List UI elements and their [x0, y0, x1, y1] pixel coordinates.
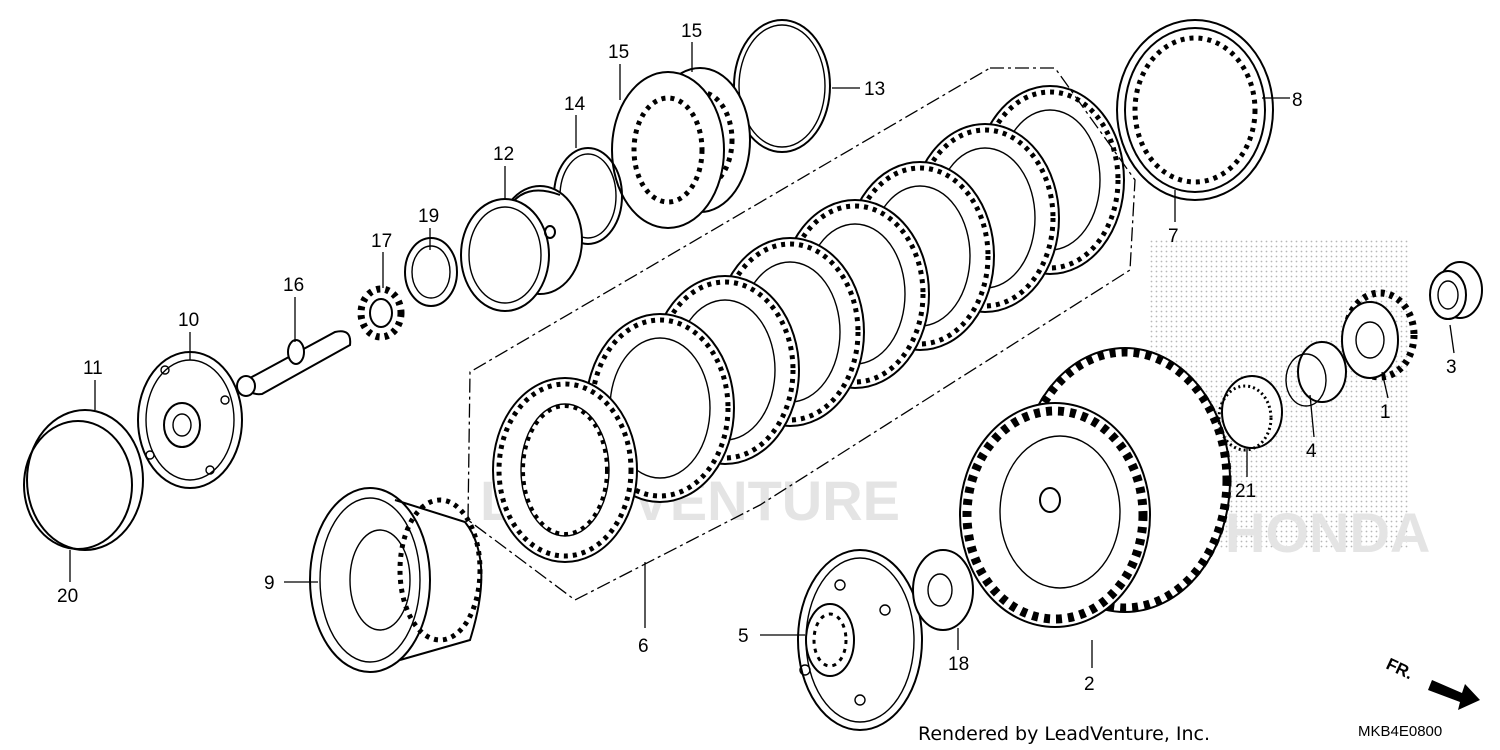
callout-21: 21: [1235, 481, 1256, 502]
front-direction-indicator: FR.: [1383, 654, 1480, 710]
part-10-lifter-plate: [137, 351, 243, 489]
callout-3: 3: [1446, 357, 1457, 378]
callout-5: 5: [738, 626, 749, 647]
part-3-bushing: [1429, 261, 1483, 320]
clutch-plate-group-box: [467, 67, 1136, 601]
front-label: FR.: [1383, 654, 1416, 683]
callout-2: 2: [1084, 674, 1095, 695]
part-17-nut: [357, 285, 405, 341]
part-5-clutch-center: [797, 549, 923, 731]
plate-pack-near: [492, 377, 638, 563]
callout-19: 19: [418, 206, 439, 227]
part-21-needle-bearing: [1217, 375, 1283, 452]
part-11-20-rings: [23, 409, 144, 551]
callout-20: 20: [57, 586, 78, 607]
callout-10: 10: [178, 310, 199, 331]
part-4-collar: [1285, 341, 1347, 407]
callout-13: 13: [864, 79, 885, 100]
render-credit: Rendered by LeadVenture, Inc.: [918, 723, 1210, 745]
callout-9: 9: [264, 573, 275, 594]
callout-16: 16: [283, 275, 304, 296]
part-12-sleeve: [460, 185, 583, 312]
part-19-washer: [404, 237, 458, 307]
watermark-right: HONDA: [1225, 501, 1430, 564]
callout-12: 12: [493, 144, 514, 165]
drawing-code: MKB4E0800: [1358, 723, 1442, 740]
callout-numbers: 1 2 3 4 5 6 7 8 9 10 11 12 13 14 15 15 1…: [57, 21, 1457, 695]
callout-17: 17: [371, 231, 392, 252]
callout-1: 1: [1380, 402, 1391, 423]
callout-7: 7: [1168, 226, 1179, 247]
part-8-ring: [1116, 19, 1274, 201]
callout-15-right: 15: [681, 21, 702, 42]
part-1-sprocket: [1341, 289, 1418, 381]
callout-15-left: 15: [608, 42, 629, 63]
callout-14: 14: [564, 94, 586, 115]
clutch-plate-pack: [492, 85, 1125, 563]
part-2-clutch-housing: [959, 347, 1232, 628]
callout-4: 4: [1306, 441, 1317, 462]
callout-11: 11: [83, 358, 103, 379]
part-9-pressure-plate: [309, 487, 483, 673]
leader-lines: [69, 42, 1455, 668]
part-18-washer: [912, 549, 974, 631]
part-16-pushrod: [236, 330, 352, 397]
part-15-plates: [611, 67, 751, 229]
callout-8: 8: [1292, 90, 1303, 111]
front-arrow-icon: [1428, 680, 1480, 710]
callout-18: 18: [948, 654, 969, 675]
callout-6: 6: [638, 636, 649, 657]
